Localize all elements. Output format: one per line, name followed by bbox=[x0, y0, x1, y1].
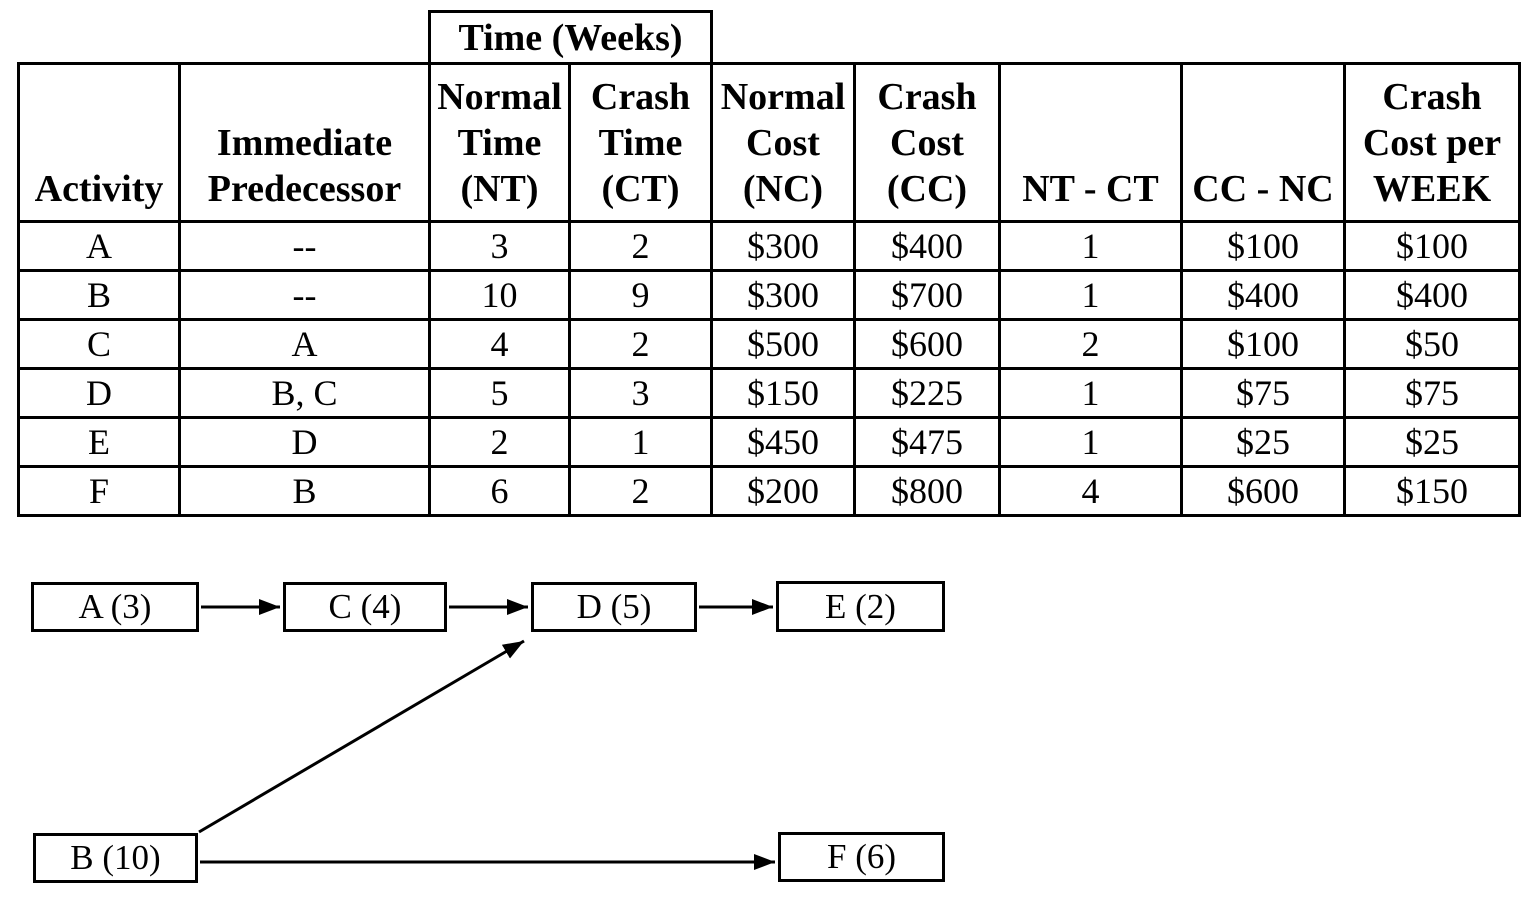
cell-predecessor: -- bbox=[178, 269, 431, 321]
cell-predecessor: B bbox=[178, 465, 431, 517]
cell-nt-minus-ct: 4 bbox=[998, 465, 1183, 517]
column-header-crash-cost-per-week: Crash Cost per WEEK bbox=[1343, 62, 1521, 223]
cell-crash-cost: $400 bbox=[853, 220, 1001, 272]
node-D: D (5) bbox=[531, 582, 697, 632]
node-label: F (6) bbox=[826, 837, 897, 876]
edge-b-to-d-arrow bbox=[198, 639, 525, 834]
cell-normal-time: 3 bbox=[428, 220, 571, 272]
cell-cc-minus-nc: $100 bbox=[1180, 220, 1346, 272]
cell-predecessor: -- bbox=[178, 220, 431, 272]
cell-cc-minus-nc: $25 bbox=[1180, 416, 1346, 468]
cell-crash-time: 3 bbox=[568, 367, 713, 419]
cell-nt-minus-ct: 1 bbox=[998, 220, 1183, 272]
cell-nt-minus-ct: 1 bbox=[998, 416, 1183, 468]
table-row-activity-c: C A 4 2 $500 $600 2 $100 $50 bbox=[17, 318, 1521, 370]
column-header-nt-minus-ct: NT - CT bbox=[998, 62, 1183, 223]
cell-crash-cost: $800 bbox=[853, 465, 1001, 517]
node-A: A (3) bbox=[31, 582, 199, 632]
node-B: B (10) bbox=[33, 833, 198, 883]
header-row: Activity Immediate Predecessor Normal Ti… bbox=[17, 62, 1521, 223]
cell-normal-cost: $150 bbox=[710, 367, 856, 419]
cell-normal-cost: $300 bbox=[710, 220, 856, 272]
cell-normal-time: 6 bbox=[428, 465, 571, 517]
cell-crash-cost-per-week: $75 bbox=[1343, 367, 1521, 419]
cell-crash-cost: $225 bbox=[853, 367, 1001, 419]
column-header-activity: Activity bbox=[17, 62, 181, 223]
cell-cc-minus-nc: $100 bbox=[1180, 318, 1346, 370]
node-label: A (3) bbox=[78, 587, 152, 626]
cell-crash-cost: $700 bbox=[853, 269, 1001, 321]
cell-normal-cost: $200 bbox=[710, 465, 856, 517]
column-header-crash-time: Crash Time (CT) bbox=[568, 62, 713, 223]
table-row-activity-e: E D 2 1 $450 $475 1 $25 $25 bbox=[17, 416, 1521, 468]
cell-nt-minus-ct: 1 bbox=[998, 367, 1183, 419]
cell-normal-time: 2 bbox=[428, 416, 571, 468]
cell-activity: B bbox=[17, 269, 181, 321]
node-label: B (10) bbox=[70, 838, 161, 877]
cell-activity: A bbox=[17, 220, 181, 272]
time-weeks-row: Time (Weeks) bbox=[19, 10, 1520, 65]
cell-cc-minus-nc: $400 bbox=[1180, 269, 1346, 321]
time-weeks-span-header: Time (Weeks) bbox=[428, 10, 713, 65]
table-row-activity-a: A -- 3 2 $300 $400 1 $100 $100 bbox=[17, 220, 1521, 272]
cell-normal-cost: $500 bbox=[710, 318, 856, 370]
cell-normal-time: 10 bbox=[428, 269, 571, 321]
column-header-immediate-predecessor: Immediate Predecessor bbox=[178, 62, 431, 223]
cell-normal-time: 5 bbox=[428, 367, 571, 419]
cell-activity: F bbox=[17, 465, 181, 517]
cell-predecessor: D bbox=[178, 416, 431, 468]
cell-crash-cost: $600 bbox=[853, 318, 1001, 370]
cell-crash-cost: $475 bbox=[853, 416, 1001, 468]
cell-crash-time: 2 bbox=[568, 318, 713, 370]
cell-crash-time: 2 bbox=[568, 465, 713, 517]
cell-predecessor: B, C bbox=[178, 367, 431, 419]
node-label: C (4) bbox=[328, 587, 402, 626]
cell-crash-cost-per-week: $50 bbox=[1343, 318, 1521, 370]
cell-crash-cost-per-week: $150 bbox=[1343, 465, 1521, 517]
node-C: C (4) bbox=[283, 582, 447, 632]
column-header-normal-time: Normal Time (NT) bbox=[428, 62, 571, 223]
node-F: F (6) bbox=[778, 832, 945, 882]
table-row-activity-f: F B 6 2 $200 $800 4 $600 $150 bbox=[17, 465, 1521, 517]
cell-activity: D bbox=[17, 367, 181, 419]
cell-activity: C bbox=[17, 318, 181, 370]
node-label: E (2) bbox=[825, 586, 896, 626]
crash-cost-table: Time (Weeks) Activity Immediate Predeces… bbox=[17, 10, 1521, 517]
column-header-normal-cost: Normal Cost (NC) bbox=[710, 62, 856, 223]
table-row-activity-b: B -- 10 9 $300 $700 1 $400 $400 bbox=[17, 269, 1521, 321]
table-row-activity-d: D B, C 5 3 $150 $225 1 $75 $75 bbox=[17, 367, 1521, 419]
cell-nt-minus-ct: 2 bbox=[998, 318, 1183, 370]
cell-crash-cost-per-week: $100 bbox=[1343, 220, 1521, 272]
cell-crash-cost-per-week: $400 bbox=[1343, 269, 1521, 321]
cell-normal-time: 4 bbox=[428, 318, 571, 370]
cell-activity: E bbox=[17, 416, 181, 468]
cell-normal-cost: $450 bbox=[710, 416, 856, 468]
cell-cc-minus-nc: $600 bbox=[1180, 465, 1346, 517]
cell-crash-cost-per-week: $25 bbox=[1343, 416, 1521, 468]
cell-cc-minus-nc: $75 bbox=[1180, 367, 1346, 419]
column-header-cc-minus-nc: CC - NC bbox=[1180, 62, 1346, 223]
cell-crash-time: 2 bbox=[568, 220, 713, 272]
cell-predecessor: A bbox=[178, 318, 431, 370]
node-label: D (5) bbox=[576, 587, 652, 626]
cell-crash-time: 9 bbox=[568, 269, 713, 321]
node-E: E (2) bbox=[776, 581, 945, 632]
cell-crash-time: 1 bbox=[568, 416, 713, 468]
cell-nt-minus-ct: 1 bbox=[998, 269, 1183, 321]
column-header-crash-cost: Crash Cost (CC) bbox=[853, 62, 1001, 223]
cell-normal-cost: $300 bbox=[710, 269, 856, 321]
